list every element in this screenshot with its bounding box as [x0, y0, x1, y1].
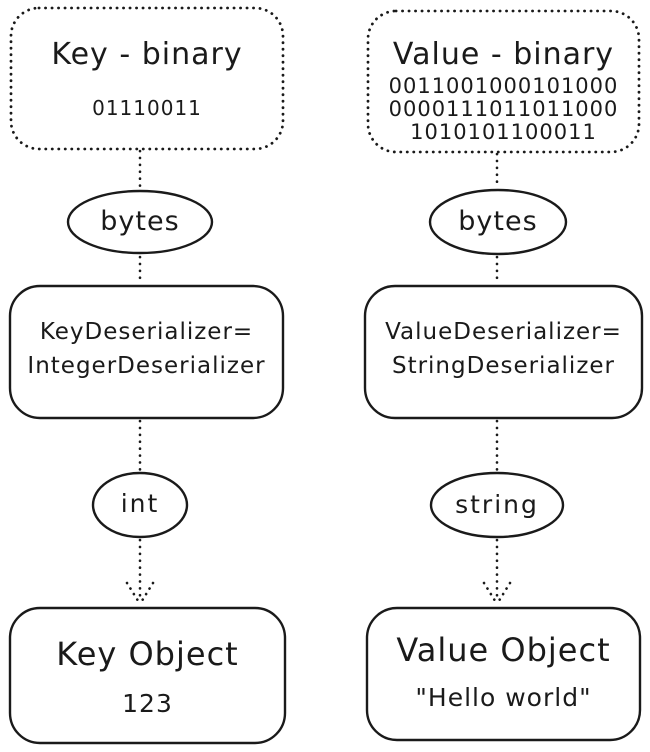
value-binary-bits-line3: 1010101100011	[410, 120, 597, 144]
key-bytes-ellipse	[66, 189, 214, 255]
value-object-title: Value Object	[396, 631, 611, 669]
value-deserializer-box-outline	[363, 284, 644, 420]
value-binary-box-outline	[366, 9, 641, 154]
value-deserializer-line2: StringDeserializer	[391, 353, 616, 379]
key-binary-title: Key - binary	[51, 37, 243, 72]
value-bytes-label: bytes	[458, 206, 538, 237]
key-deserializer-box-outline	[8, 284, 285, 420]
key-binary-bits: 01110011	[92, 96, 202, 120]
value-binary-title: Value - binary	[392, 37, 615, 72]
key-object-title: Key Object	[56, 635, 239, 673]
value-object-value: "Hello world"	[415, 683, 592, 712]
value-column-shapes	[363, 9, 644, 742]
value-binary-bits-line2: 0000111011011000	[388, 97, 619, 121]
value-bytes-ellipse	[428, 188, 568, 256]
key-int-label: int	[120, 489, 160, 518]
key-object-value: 123	[122, 689, 173, 718]
key-binary-box-outline	[9, 6, 285, 151]
value-deserializer-line1: ValueDeserializer=	[385, 319, 622, 345]
value-string-ellipse	[429, 471, 565, 539]
key-int-ellipse	[91, 471, 189, 539]
key-deserializer-line1: KeyDeserializer=	[39, 319, 254, 345]
key-object-box-outline	[8, 606, 287, 745]
value-object-box-outline	[365, 606, 642, 742]
key-deserializer-line2: IntegerDeserializer	[27, 353, 266, 379]
value-arrowhead	[482, 581, 512, 606]
key-bytes-label: bytes	[100, 206, 180, 237]
key-arrowhead	[125, 581, 155, 606]
value-string-label: string	[455, 490, 539, 519]
key-column-shapes	[8, 6, 287, 745]
value-binary-bits-line1: 0011001000101000	[388, 74, 619, 98]
